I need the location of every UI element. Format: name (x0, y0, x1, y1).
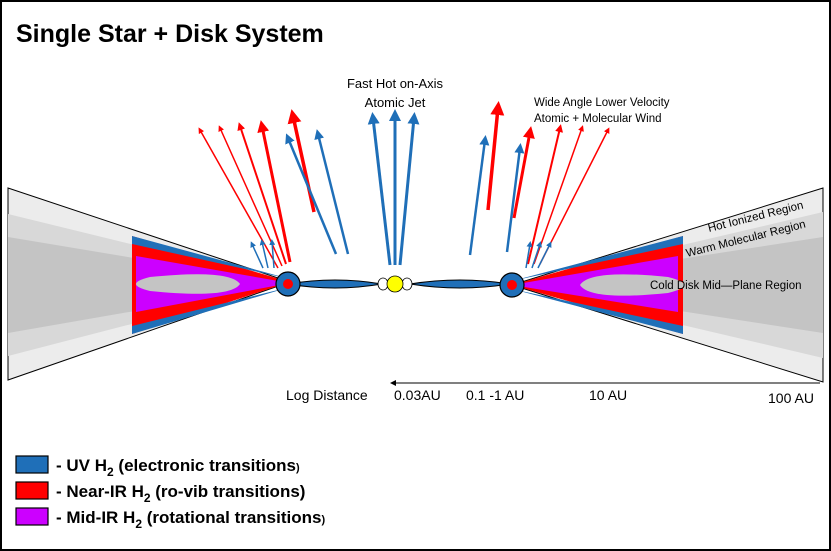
legend-mid-ir-suffix: (rotational transitions (142, 508, 321, 527)
legend-uv-suffix: (electronic transitions (114, 456, 296, 475)
legend-uv-prefix: - UV H (56, 456, 107, 475)
right-midplane-gap (580, 274, 684, 296)
distance-tick-3: 100 AU (768, 390, 814, 406)
cold-midplane-region-label: Cold Disk Mid—Plane Region (650, 280, 801, 292)
legend-swatch-uv (15, 455, 49, 474)
legend-item-uv: - UV H2 (electronic transitions) (15, 455, 300, 479)
legend-mid-ir-small: ) (321, 514, 325, 526)
jet-label-line1: Fast Hot on-Axis (347, 76, 444, 91)
legend: - UV H2 (electronic transitions) - Near-… (15, 455, 325, 531)
left-disk (7, 187, 292, 381)
legend-near-ir-suffix: (ro-vib transitions) (151, 482, 306, 501)
legend-near-ir-sub: 2 (144, 491, 151, 505)
wind-label-line2: Atomic + Molecular Wind (534, 113, 662, 125)
right-disk (510, 187, 824, 383)
svg-text:- Near-IR H2 (ro-vib transitio: - Near-IR H2 (ro-vib transitions) (56, 482, 305, 505)
legend-swatch-mid-ir (15, 507, 49, 526)
legend-uv-sub: 2 (107, 465, 114, 479)
left-uv-upper-surface (132, 236, 290, 279)
diagram-title: Single Star + Disk System (16, 20, 324, 48)
left-uv-lower-surface (132, 287, 290, 334)
legend-near-ir-prefix: - Near-IR H (56, 482, 144, 501)
wind-label-line1: Wide Angle Lower Velocity (534, 97, 670, 109)
legend-item-mid-ir: - Mid-IR H2 (rotational transitions) (15, 507, 325, 531)
left-wind-arrows (198, 109, 350, 269)
distance-tick-1: 0.1 -1 AU (466, 387, 524, 403)
right-uv-upper-surface (512, 236, 683, 281)
distance-axis-label: Log Distance (286, 387, 368, 403)
distance-tick-0: 0.03AU (394, 387, 441, 403)
left-disk-rim (275, 271, 301, 297)
distance-tick-2: 10 AU (589, 387, 627, 403)
legend-swatch-near-ir (15, 481, 49, 500)
legend-mid-ir-sub: 2 (135, 517, 142, 531)
legend-mid-ir-prefix: - Mid-IR H (56, 508, 135, 527)
right-disk-rim (499, 272, 525, 298)
legend-uv-small: ) (296, 462, 300, 474)
right-wind-arrows (468, 101, 610, 269)
svg-text:- UV H2 (electronic transition: - UV H2 (electronic transitions) (56, 456, 300, 479)
right-uv-lower-surface (512, 289, 683, 334)
legend-item-near-ir: - Near-IR H2 (ro-vib transitions) (15, 481, 305, 505)
jet-arrows (367, 109, 420, 266)
left-midplane-gap (136, 274, 240, 294)
central-star (377, 275, 413, 293)
jet-label-line2: Atomic Jet (365, 95, 426, 110)
svg-text:- Mid-IR H2 (rotational transi: - Mid-IR H2 (rotational transitions) (56, 508, 325, 531)
